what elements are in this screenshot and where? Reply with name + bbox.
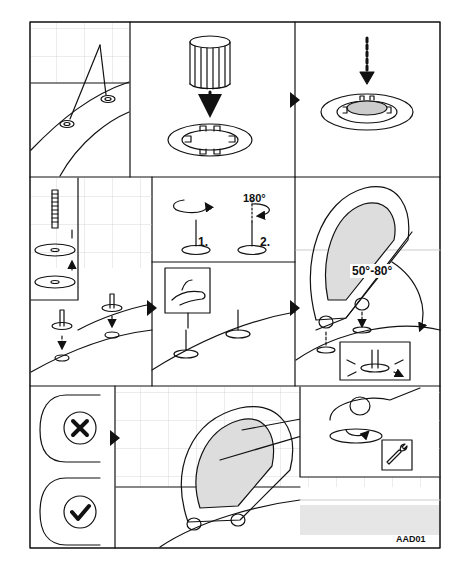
step-label: 1. (198, 236, 208, 248)
step-label: 180° (243, 193, 266, 204)
step-label: 2. (260, 236, 270, 248)
step-label: 50°-80° (350, 264, 394, 278)
step-label: AAD01 (396, 535, 426, 544)
